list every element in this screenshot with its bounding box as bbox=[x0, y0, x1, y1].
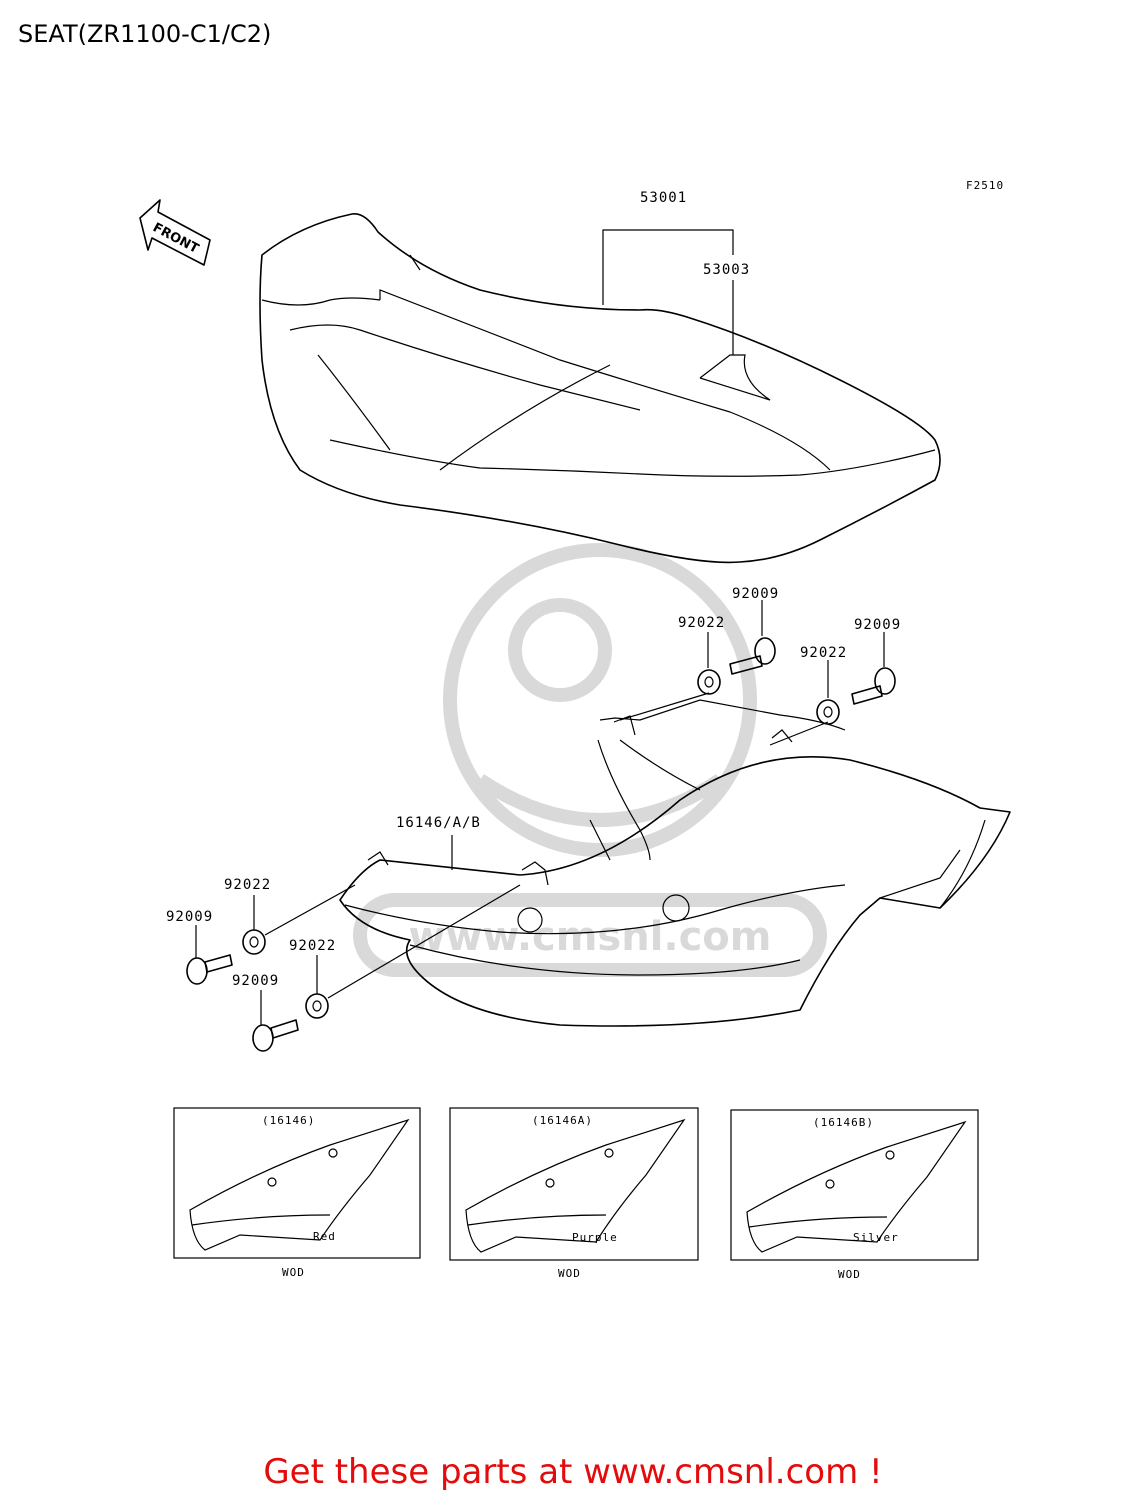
bolt-icon bbox=[252, 1019, 299, 1052]
variant-note: WOD bbox=[558, 1267, 581, 1280]
washer-icon bbox=[242, 929, 266, 955]
variant-code: (16146) bbox=[262, 1114, 315, 1127]
variant-note: WOD bbox=[838, 1268, 861, 1281]
label-92022: 92022 bbox=[678, 615, 725, 631]
variant-note: WOD bbox=[282, 1266, 305, 1279]
label-92009: 92009 bbox=[166, 909, 213, 925]
label-53003: 53003 bbox=[703, 262, 750, 278]
bolt-icon bbox=[851, 667, 896, 705]
washer-icon bbox=[816, 699, 840, 725]
label-92009: 92009 bbox=[232, 973, 279, 989]
side-cover-drawing bbox=[339, 699, 1011, 1027]
variant-box: (16146A) Purple WOD bbox=[449, 1107, 699, 1280]
variant-code: (16146A) bbox=[532, 1114, 593, 1127]
label-92009: 92009 bbox=[854, 617, 901, 633]
label-53001: 53001 bbox=[640, 190, 687, 206]
variant-box: (16146) Red WOD bbox=[173, 1107, 421, 1279]
washer-icon bbox=[697, 669, 721, 695]
seat-drawing bbox=[259, 213, 941, 564]
watermark-text: www.cmsnl.com bbox=[409, 914, 772, 960]
label-92022: 92022 bbox=[800, 645, 847, 661]
variant-color: Red bbox=[313, 1230, 336, 1243]
watermark-logo bbox=[353, 543, 827, 977]
label-92022: 92022 bbox=[289, 938, 336, 954]
page-title: SEAT(ZR1100-C1/C2) bbox=[18, 20, 272, 48]
bolt-icon bbox=[186, 954, 233, 985]
variant-color: Purple bbox=[572, 1231, 618, 1244]
front-arrow-label: FRONT bbox=[150, 220, 201, 257]
label-92022: 92022 bbox=[224, 877, 271, 893]
variant-code: (16146B) bbox=[813, 1116, 874, 1129]
bolt-icon bbox=[729, 637, 776, 675]
footer-link[interactable]: Get these parts at www.cmsnl.com ! bbox=[263, 1452, 883, 1492]
label-16146: 16146/A/B bbox=[396, 815, 481, 831]
label-92009: 92009 bbox=[732, 586, 779, 602]
washer-icon bbox=[305, 993, 329, 1019]
variant-box: (16146B) Silver WOD bbox=[730, 1109, 979, 1281]
variant-color: Silver bbox=[853, 1231, 899, 1244]
front-arrow-icon: FRONT bbox=[139, 199, 211, 266]
figure-code: F2510 bbox=[966, 179, 1004, 192]
